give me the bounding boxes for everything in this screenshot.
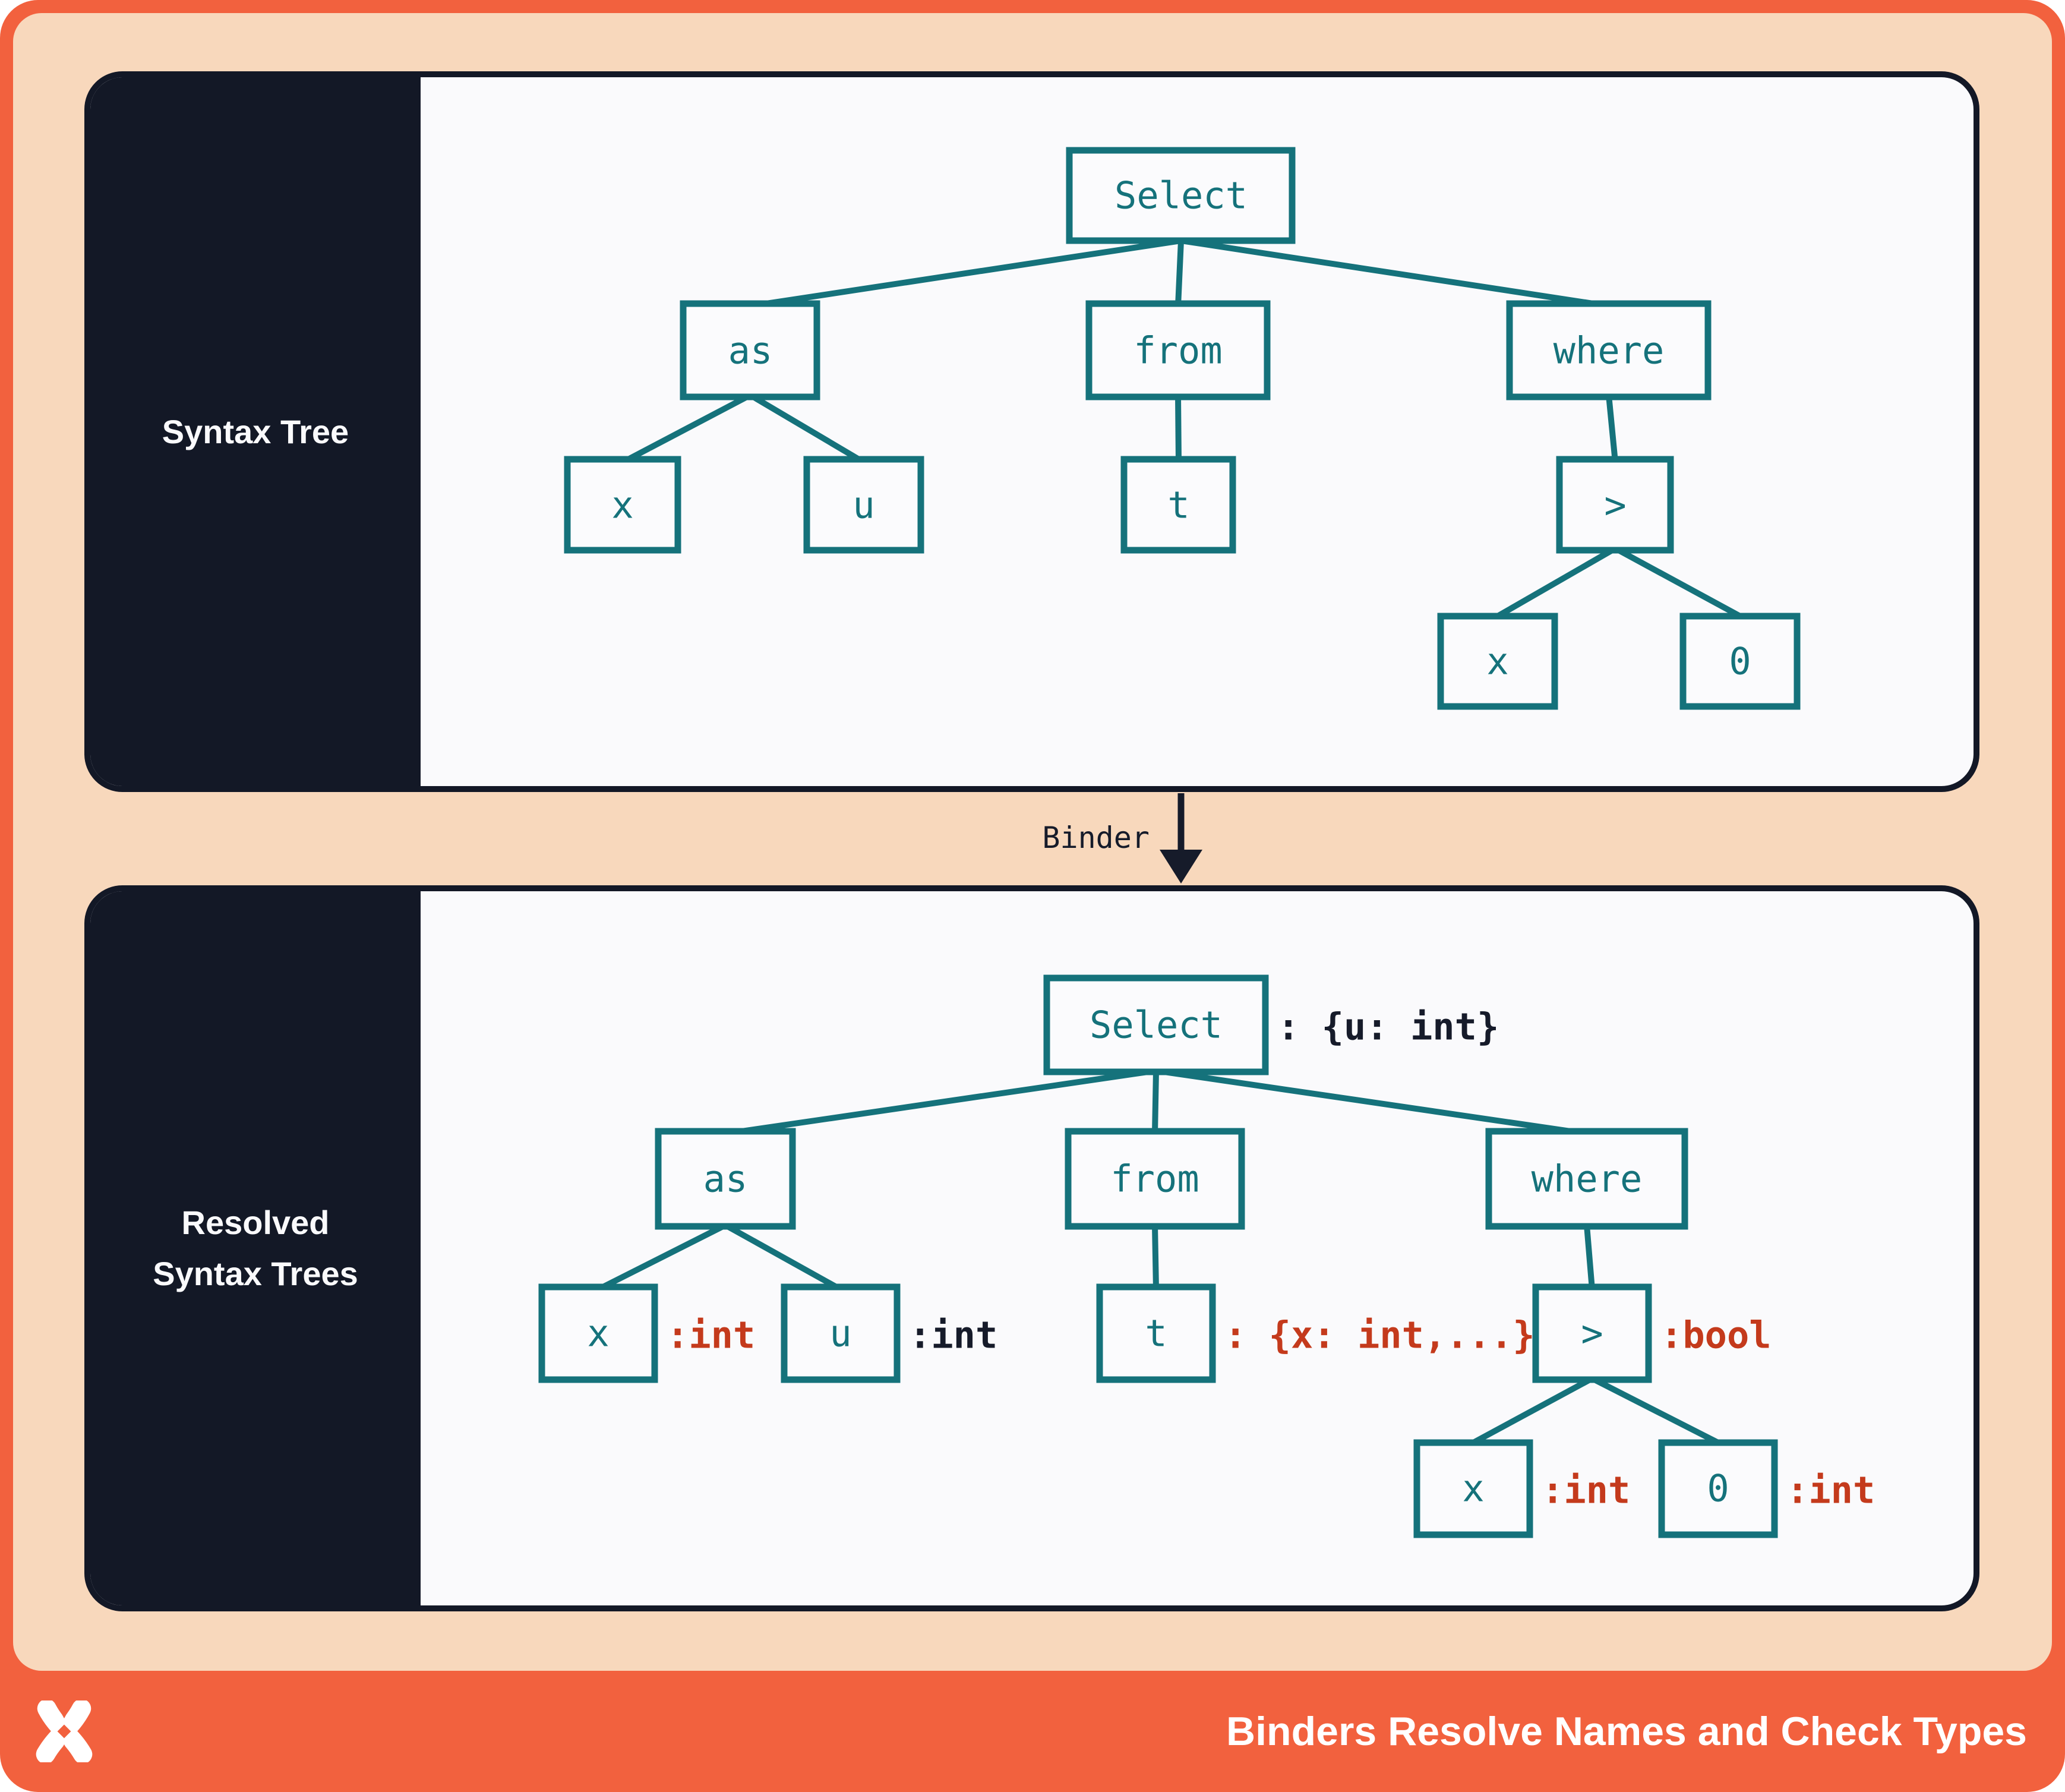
tree-node-as-label: as <box>728 329 773 373</box>
type-annotation-gt: :bool <box>1660 1314 1772 1357</box>
syntax-tree-edges <box>621 238 1742 619</box>
tree-node-x-right-label: x <box>1486 640 1508 683</box>
type-annotation-t: : {x: int,...} <box>1224 1314 1535 1357</box>
resolved-node-select: Select : {u: int} <box>1043 974 1499 1075</box>
tree-node-as: as <box>680 300 820 400</box>
resolved-node-u: u :int <box>781 1283 997 1383</box>
syntax-tree-panel-label: Syntax Tree <box>162 412 349 450</box>
tree-node-select: Select <box>1066 147 1296 244</box>
footer-bar: Binders Resolve Names and Check Types <box>0 1671 2065 1792</box>
resolved-panel-label-line2: Syntax Trees <box>153 1255 358 1292</box>
tree-node-from-label: from <box>1133 329 1222 373</box>
resolved-node-where: where <box>1485 1128 1688 1230</box>
type-annotation-select: : {u: int} <box>1277 1005 1499 1049</box>
tree-node-x-left: x <box>564 456 681 554</box>
resolved-node-u-label: u <box>829 1312 851 1355</box>
tree-node-where-label: where <box>1554 329 1665 373</box>
resolved-node-where-label: where <box>1532 1157 1643 1201</box>
binder-label: Binder <box>1042 821 1150 855</box>
tree-node-x-right: x <box>1437 613 1558 710</box>
resolved-node-gt: > :bool <box>1532 1283 1772 1383</box>
footer-title: Binders Resolve Names and Check Types <box>1226 1709 2027 1754</box>
type-annotation-x-left: :int <box>667 1314 755 1357</box>
tree-node-gt-label: > <box>1604 484 1626 527</box>
type-annotation-u: :int <box>909 1314 997 1357</box>
resolved-node-from-label: from <box>1110 1157 1199 1201</box>
tree-node-u-label: u <box>852 484 874 527</box>
tree-node-t: t <box>1120 456 1236 554</box>
binder-arrow: Binder <box>1042 793 1202 884</box>
tree-node-select-label: Select <box>1114 174 1248 217</box>
resolved-node-zero: 0 :int <box>1658 1439 1875 1538</box>
tree-node-zero-label: 0 <box>1729 640 1751 683</box>
syntax-tree-panel: Syntax Tree <box>84 71 1979 792</box>
resolved-node-x-right-label: x <box>1462 1467 1484 1510</box>
tree-node-zero: 0 <box>1679 613 1801 710</box>
resolved-panel-label-line1: Resolved <box>181 1204 330 1241</box>
x-logo-icon <box>36 1700 93 1762</box>
resolved-node-t: t : {x: int,...} <box>1096 1283 1535 1383</box>
tree-node-t-label: t <box>1167 484 1189 527</box>
resolved-node-x-right: x :int <box>1413 1439 1630 1538</box>
resolved-node-t-label: t <box>1145 1312 1167 1355</box>
resolved-node-from: from <box>1065 1128 1245 1230</box>
type-annotation-zero: :int <box>1786 1469 1875 1512</box>
resolved-node-as: as <box>655 1128 796 1230</box>
tree-node-gt: > <box>1556 456 1674 554</box>
resolved-node-gt-label: > <box>1581 1312 1603 1355</box>
type-annotation-x-right: :int <box>1542 1469 1630 1512</box>
resolved-node-zero-label: 0 <box>1707 1467 1729 1510</box>
tree-node-x-left-label: x <box>611 484 633 527</box>
syntax-tree-sidebar: Syntax Tree <box>90 77 421 786</box>
resolved-panel-sidebar: Resolved Syntax Trees <box>90 891 421 1605</box>
tree-node-from: from <box>1085 300 1271 400</box>
resolved-node-x-left: x :int <box>538 1283 755 1383</box>
resolved-node-as-label: as <box>703 1157 748 1201</box>
resolved-tree-edges <box>596 1068 1720 1446</box>
resolved-node-select-label: Select <box>1090 1004 1223 1047</box>
tree-node-where: where <box>1506 300 1712 400</box>
resolved-node-x-left-label: x <box>587 1312 609 1355</box>
tree-node-u: u <box>803 456 924 554</box>
